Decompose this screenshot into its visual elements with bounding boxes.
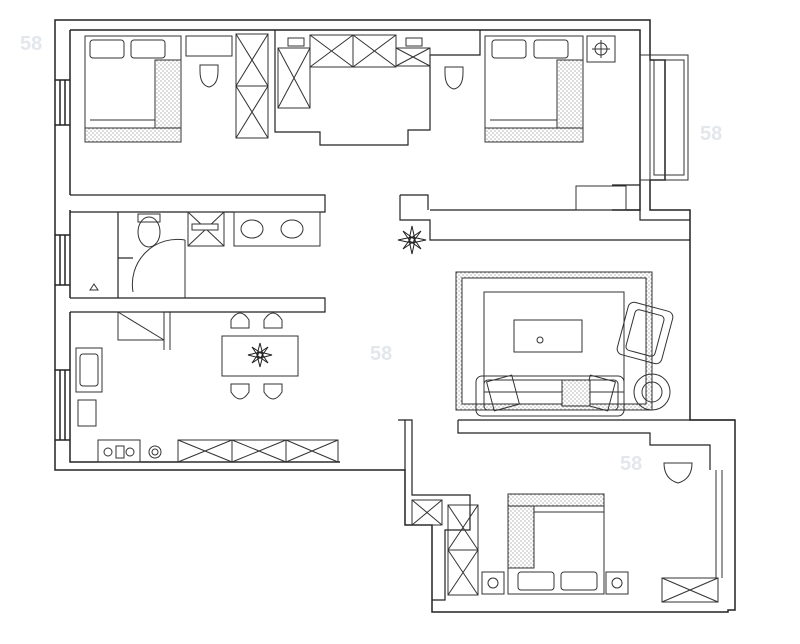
balcony	[640, 54, 689, 181]
vanity	[233, 211, 321, 247]
dresser	[661, 577, 719, 603]
plant-icon	[397, 225, 427, 255]
sink	[75, 347, 103, 393]
living-room	[455, 271, 674, 417]
dining-area	[221, 312, 299, 400]
coffee-table	[513, 319, 583, 353]
bedroom-southeast	[411, 470, 723, 603]
svg-text:58: 58	[20, 33, 42, 55]
stove	[97, 439, 141, 463]
side-table	[633, 373, 671, 411]
toilet	[137, 216, 161, 248]
dining-chair	[263, 312, 283, 329]
north-cabinets	[277, 34, 431, 109]
bedroom-northeast	[444, 35, 627, 211]
svg-text:58: 58	[370, 343, 392, 365]
dining-chair	[230, 312, 250, 329]
sofa	[475, 375, 625, 417]
svg-text:58: 58	[700, 123, 722, 145]
interior-walls	[70, 30, 735, 601]
nightstand	[481, 571, 505, 595]
plant-icon	[247, 342, 273, 368]
counter	[177, 439, 339, 463]
chair	[199, 64, 219, 88]
nightstand	[586, 35, 616, 63]
bedroom-northwest	[84, 33, 269, 143]
dining-chair	[230, 383, 250, 400]
shower	[187, 211, 225, 247]
dining-chair	[263, 383, 283, 400]
doorway-stub	[663, 462, 693, 484]
bathroom	[89, 211, 321, 298]
watermark: 58 58 58 58	[20, 33, 722, 475]
armchair	[616, 301, 674, 365]
floor-drain	[89, 283, 99, 291]
kitchen	[75, 311, 339, 463]
nightstand	[185, 35, 233, 57]
desk	[575, 185, 627, 211]
dining-table	[221, 335, 299, 377]
chair	[444, 66, 464, 90]
nightstand	[605, 571, 629, 595]
svg-text:58: 58	[620, 453, 642, 475]
